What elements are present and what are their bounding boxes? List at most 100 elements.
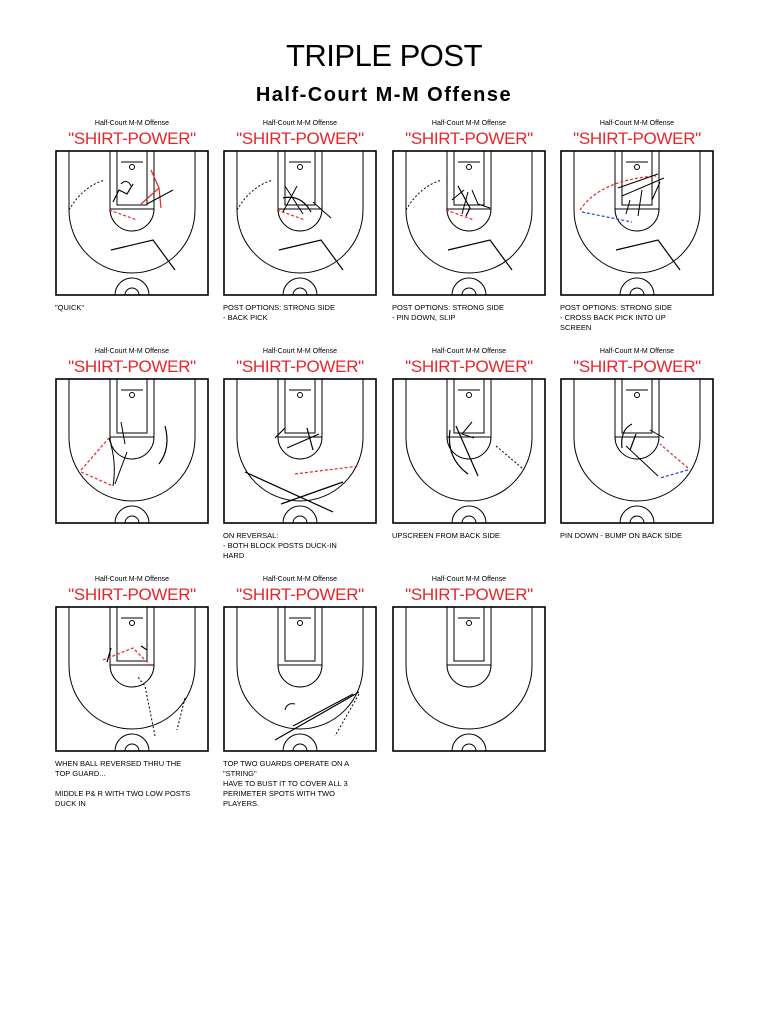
court-diagram [560, 150, 714, 296]
three-point-line [573, 151, 701, 274]
free-throw-circle [446, 208, 492, 232]
rim [466, 392, 472, 398]
free-throw-circle [109, 436, 155, 460]
center-circle [282, 277, 318, 296]
rim [297, 392, 303, 398]
court-lines [55, 150, 209, 296]
court-diagram [55, 606, 209, 752]
free-throw-circle [446, 664, 492, 688]
center-circle [282, 505, 318, 524]
free-throw-circle [109, 664, 155, 688]
diagram-caption: PIN DOWN - BUMP ON BACK SIDE [560, 531, 682, 540]
court-lines [55, 606, 209, 752]
diagram-header: Half-Court M-M Offense [431, 576, 507, 583]
court-diagram [392, 606, 546, 752]
play-name: "SHIRT-POWER" [405, 129, 533, 148]
play-name: "SHIRT-POWER" [236, 129, 364, 148]
diagram-caption: "QUICK" [55, 303, 85, 312]
center-circle-inner [629, 287, 645, 296]
diagram-header: Half-Court M-M Offense [431, 348, 507, 355]
center-circle [282, 733, 318, 752]
center-circle-inner [461, 287, 477, 296]
diagram-header: Half-Court M-M Offense [94, 120, 170, 127]
court-diagram [223, 378, 377, 524]
play-name: "SHIRT-POWER" [236, 585, 364, 604]
court-diagram [223, 150, 377, 296]
center-circle-inner [292, 743, 308, 752]
inner-lane [116, 378, 148, 434]
rim [297, 164, 303, 170]
three-point-line [405, 379, 533, 502]
free-throw-circle [614, 436, 660, 460]
inner-lane [284, 150, 316, 206]
inner-lane [453, 150, 485, 206]
center-circle-inner [292, 515, 308, 524]
three-point-line [236, 379, 364, 502]
play-name: "SHIRT-POWER" [573, 357, 701, 376]
diagram-caption: UPSCREEN FROM BACK SIDE [392, 531, 500, 540]
court-diagram [392, 150, 546, 296]
center-circle-inner [124, 515, 140, 524]
free-throw-circle [277, 664, 323, 688]
center-circle [114, 505, 150, 524]
free-throw-circle [446, 436, 492, 460]
center-circle-inner [124, 743, 140, 752]
court-diagram [55, 378, 209, 524]
center-circle [451, 277, 487, 296]
diagram-header: Half-Court M-M Offense [599, 120, 675, 127]
court-lines [55, 378, 209, 524]
diagram-header: Half-Court M-M Offense [599, 348, 675, 355]
three-point-line [405, 151, 533, 274]
free-throw-circle [277, 436, 323, 460]
rim [129, 392, 135, 398]
court-lines [392, 150, 546, 296]
inner-lane [453, 606, 485, 662]
three-point-line [236, 151, 364, 274]
three-point-line [68, 151, 196, 274]
court-lines [223, 150, 377, 296]
page-subtitle: Half-Court M-M Offense [255, 84, 513, 106]
center-circle [114, 277, 150, 296]
center-circle [619, 277, 655, 296]
rim [129, 620, 135, 626]
rim [129, 164, 135, 170]
center-circle-inner [629, 515, 645, 524]
inner-lane [621, 378, 653, 434]
court-diagram [560, 378, 714, 524]
court-lines [560, 150, 714, 296]
court-lines [223, 378, 377, 524]
rim [466, 164, 472, 170]
center-circle-inner [461, 743, 477, 752]
diagram-caption: ON REVERSAL: - BOTH BLOCK POSTS DUCK-IN … [223, 531, 337, 560]
inner-lane [284, 378, 316, 434]
court-lines [392, 378, 546, 524]
inner-lane [116, 606, 148, 662]
center-circle [114, 733, 150, 752]
diagram-header: Half-Court M-M Offense [262, 576, 338, 583]
free-throw-circle [614, 208, 660, 232]
court-diagram [55, 150, 209, 296]
diagram-caption: POST OPTIONS: STRONG SIDE - CROSS BACK P… [560, 303, 672, 332]
play-name: "SHIRT-POWER" [405, 585, 533, 604]
free-throw-circle [277, 208, 323, 232]
free-throw-circle [109, 208, 155, 232]
center-circle-inner [461, 515, 477, 524]
play-name: "SHIRT-POWER" [68, 357, 196, 376]
center-circle [619, 505, 655, 524]
rim [466, 620, 472, 626]
play-name: "SHIRT-POWER" [405, 357, 533, 376]
diagram-caption: TOP TWO GUARDS OPERATE ON A "STRING" HAV… [223, 759, 350, 808]
court-diagram [392, 378, 546, 524]
center-circle-inner [124, 287, 140, 296]
rim [297, 620, 303, 626]
diagram-header: Half-Court M-M Offense [94, 348, 170, 355]
court-diagram [223, 606, 377, 752]
diagram-caption: POST OPTIONS: STRONG SIDE - BACK PICK [223, 303, 335, 322]
court-lines [560, 378, 714, 524]
play-name: "SHIRT-POWER" [573, 129, 701, 148]
rim [634, 392, 640, 398]
three-point-line [68, 379, 196, 502]
center-circle [451, 733, 487, 752]
three-point-line [236, 607, 364, 730]
court-lines [223, 606, 377, 752]
